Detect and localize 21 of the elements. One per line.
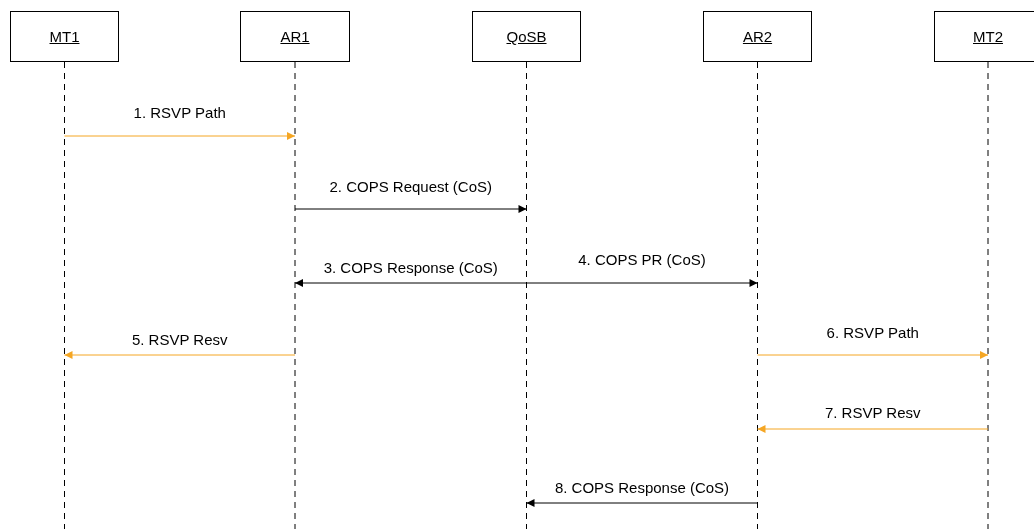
message-arrow <box>526 499 758 507</box>
participant-name: MT2 <box>973 28 1003 45</box>
message-label: 5. RSVP Resv <box>131 331 228 348</box>
message-arrow <box>64 351 296 359</box>
participant-name: AR1 <box>280 28 310 45</box>
message-arrow <box>294 279 527 287</box>
message-label: 2. COPS Request (CoS) <box>329 178 493 195</box>
participant-name: AR2 <box>742 28 773 45</box>
message-arrow <box>526 279 758 287</box>
message-label: 1. RSVP Path <box>133 104 226 121</box>
message-label: 7. RSVP Resv <box>824 404 921 421</box>
message-label: 3. COPS Response (CoS) <box>323 259 498 276</box>
participant-name: QoSB <box>506 28 547 45</box>
message-label: 4. COPS PR (CoS) <box>578 251 706 268</box>
message-arrow <box>757 351 989 359</box>
message-label: 8. COPS Response (CoS) <box>554 479 730 496</box>
message-arrow <box>64 132 296 140</box>
message-arrow <box>294 205 527 213</box>
message-arrow <box>757 425 989 433</box>
message-label: 6. RSVP Path <box>826 324 919 341</box>
participant-name: MT1 <box>49 28 80 45</box>
